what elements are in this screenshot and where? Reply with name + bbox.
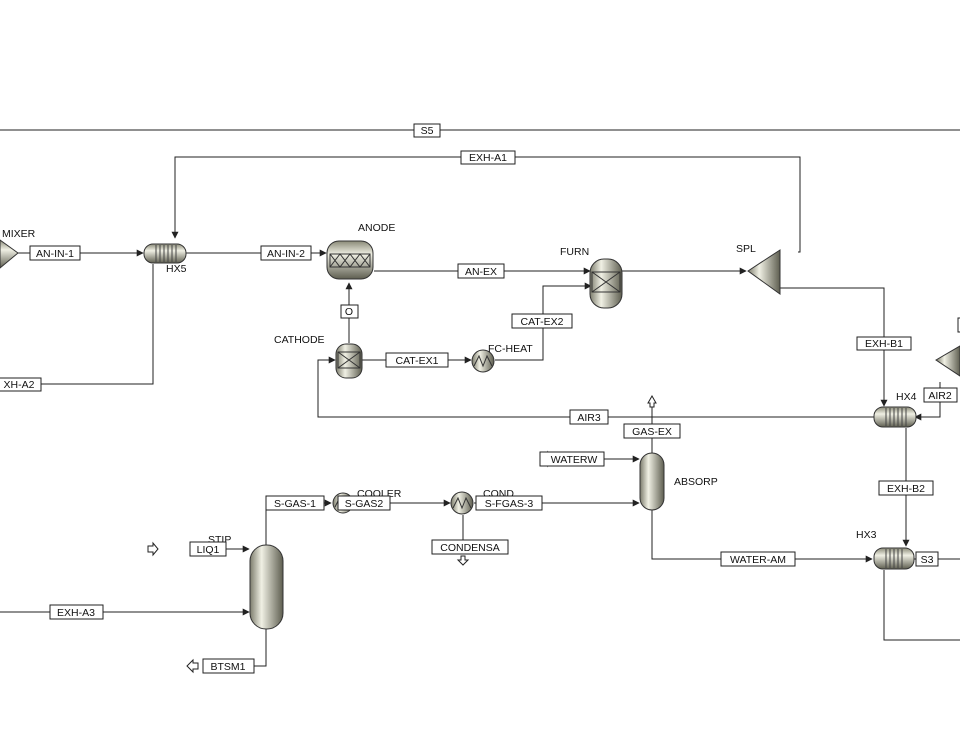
stream-air3-line[interactable]: [317, 356, 875, 418]
svg-text:AIR3: AIR3: [577, 412, 601, 424]
btsm1-outlet-arrow: [186, 658, 199, 674]
stream-tag-gas-ex[interactable]: GAS-EX: [623, 423, 681, 439]
label-furn: FURN: [560, 246, 589, 258]
furn-reactor-icon[interactable]: [589, 258, 623, 309]
spl-splitter-icon[interactable]: [747, 249, 781, 295]
svg-text:CAT-EX1: CAT-EX1: [396, 355, 439, 367]
gas-ex-outlet-arrow: [647, 394, 657, 408]
svg-text:CAT-EX2: CAT-EX2: [521, 316, 564, 328]
svg-text:WATER-AM: WATER-AM: [730, 554, 786, 566]
stream-tag-condensa[interactable]: CONDENSA: [431, 539, 509, 555]
svg-text:BTSM1: BTSM1: [210, 661, 245, 673]
stream-tag-exh-a1[interactable]: EXH-A1: [460, 150, 516, 165]
label-mixer: MIXER: [2, 228, 36, 240]
label-spl: SPL: [736, 243, 756, 255]
svg-text:LIQ1: LIQ1: [197, 544, 220, 556]
stream-tags: S5 EXH-A1 AN-IN-1 AN-IN-2 AN-EX CAT-EX2 …: [0, 123, 958, 674]
stream-tag-an-in-2[interactable]: AN-IN-2: [260, 245, 312, 261]
hx5-exchanger-icon[interactable]: [143, 243, 187, 264]
stream-tag-o[interactable]: O: [340, 304, 359, 319]
svg-text:AN-IN-1: AN-IN-1: [36, 248, 74, 260]
svg-text:EXH-A1: EXH-A1: [469, 152, 507, 164]
stip-column-icon[interactable]: [249, 544, 284, 630]
label-hx5: HX5: [166, 263, 187, 275]
compressor-icon[interactable]: [935, 345, 960, 377]
stream-tag-s-gas2[interactable]: S-GAS2: [337, 495, 391, 511]
label-hx4: HX4: [896, 391, 917, 403]
stream-tag-exh-a3[interactable]: EXH-A3: [49, 604, 104, 620]
stream-tag-s-gas-1[interactable]: S-GAS-1: [265, 495, 325, 511]
stream-tag-an-ex[interactable]: AN-EX: [457, 263, 505, 279]
label-absorp: ABSORP: [674, 476, 718, 488]
svg-text:EXH-A3: EXH-A3: [57, 607, 95, 619]
cathode-reactor-icon[interactable]: [335, 343, 363, 379]
stream-exh-b1-line[interactable]: [780, 287, 888, 407]
pipes: [0, 129, 960, 667]
stream-tag-btsm1[interactable]: BTSM1: [202, 658, 255, 674]
label-cathode: CATHODE: [274, 334, 325, 346]
stream-btsm1-line[interactable]: [254, 628, 267, 667]
svg-text:EXH-B1: EXH-B1: [865, 338, 903, 350]
liq1-feed-arrow: [147, 541, 159, 557]
stream-tag-liq1[interactable]: LIQ1: [189, 541, 227, 557]
stream-tag-cat-ex2[interactable]: CAT-EX2: [511, 313, 573, 329]
svg-text:AN-EX: AN-EX: [465, 266, 497, 278]
hx3-exchanger-icon[interactable]: [873, 547, 915, 570]
fc-heat-heater-icon[interactable]: [471, 349, 495, 373]
label-hx3: HX3: [856, 529, 877, 541]
equipment: [0, 239, 960, 630]
svg-text:S-GAS2: S-GAS2: [345, 498, 384, 510]
svg-text:WATERW: WATERW: [551, 454, 598, 466]
svg-text:AN-IN-2: AN-IN-2: [267, 248, 305, 260]
svg-text:AIR2: AIR2: [928, 390, 952, 402]
stream-tag-s5[interactable]: S5: [413, 123, 441, 138]
stream-exh-a2-line[interactable]: [0, 264, 154, 385]
svg-text:GAS-EX: GAS-EX: [632, 426, 672, 438]
stream-water-am-line[interactable]: [651, 510, 873, 563]
mixer-icon[interactable]: [0, 239, 19, 269]
svg-text:S5: S5: [421, 125, 434, 137]
svg-text:S-FGAS-3: S-FGAS-3: [485, 498, 534, 510]
svg-text:O: O: [345, 306, 353, 318]
stream-hx3-bottom-line[interactable]: [883, 570, 960, 641]
stream-tag-waterw[interactable]: WATERW: [539, 451, 605, 467]
stream-tag-partial: [957, 317, 960, 333]
svg-text:S-GAS-1: S-GAS-1: [274, 498, 316, 510]
svg-text:S3: S3: [921, 554, 934, 566]
svg-text:CONDENSA: CONDENSA: [440, 542, 500, 554]
stream-tag-s-fgas-3[interactable]: S-FGAS-3: [475, 495, 543, 511]
stream-tag-exh-a2[interactable]: XH-A2: [0, 377, 42, 392]
svg-text:EXH-B2: EXH-B2: [887, 483, 925, 495]
stream-tag-air3[interactable]: AIR3: [569, 409, 609, 425]
anode-reactor-icon[interactable]: [326, 240, 374, 280]
cond-condenser-icon[interactable]: [450, 491, 474, 515]
stream-tag-exh-b1[interactable]: EXH-B1: [856, 336, 912, 351]
stream-tag-s3[interactable]: S3: [915, 551, 939, 567]
stream-tag-water-am[interactable]: WATER-AM: [720, 551, 796, 567]
stream-tag-exh-b2[interactable]: EXH-B2: [878, 480, 934, 496]
condensa-outlet-arrow: [456, 555, 470, 566]
stream-exh-a1-line[interactable]: [171, 156, 801, 253]
absorp-column-icon[interactable]: [639, 452, 665, 511]
hx4-exchanger-icon[interactable]: [873, 406, 917, 428]
stream-tag-air2[interactable]: AIR2: [923, 387, 958, 403]
label-anode: ANODE: [358, 222, 395, 234]
stream-tag-cat-ex1[interactable]: CAT-EX1: [385, 352, 449, 368]
unit-labels: MIXER HX5 ANODE FURN SPL CATHODE FC-HEAT…: [2, 222, 917, 546]
svg-text:XH-A2: XH-A2: [4, 379, 35, 391]
stream-tag-an-in-1[interactable]: AN-IN-1: [29, 245, 81, 261]
label-fc-heat: FC-HEAT: [488, 343, 533, 355]
